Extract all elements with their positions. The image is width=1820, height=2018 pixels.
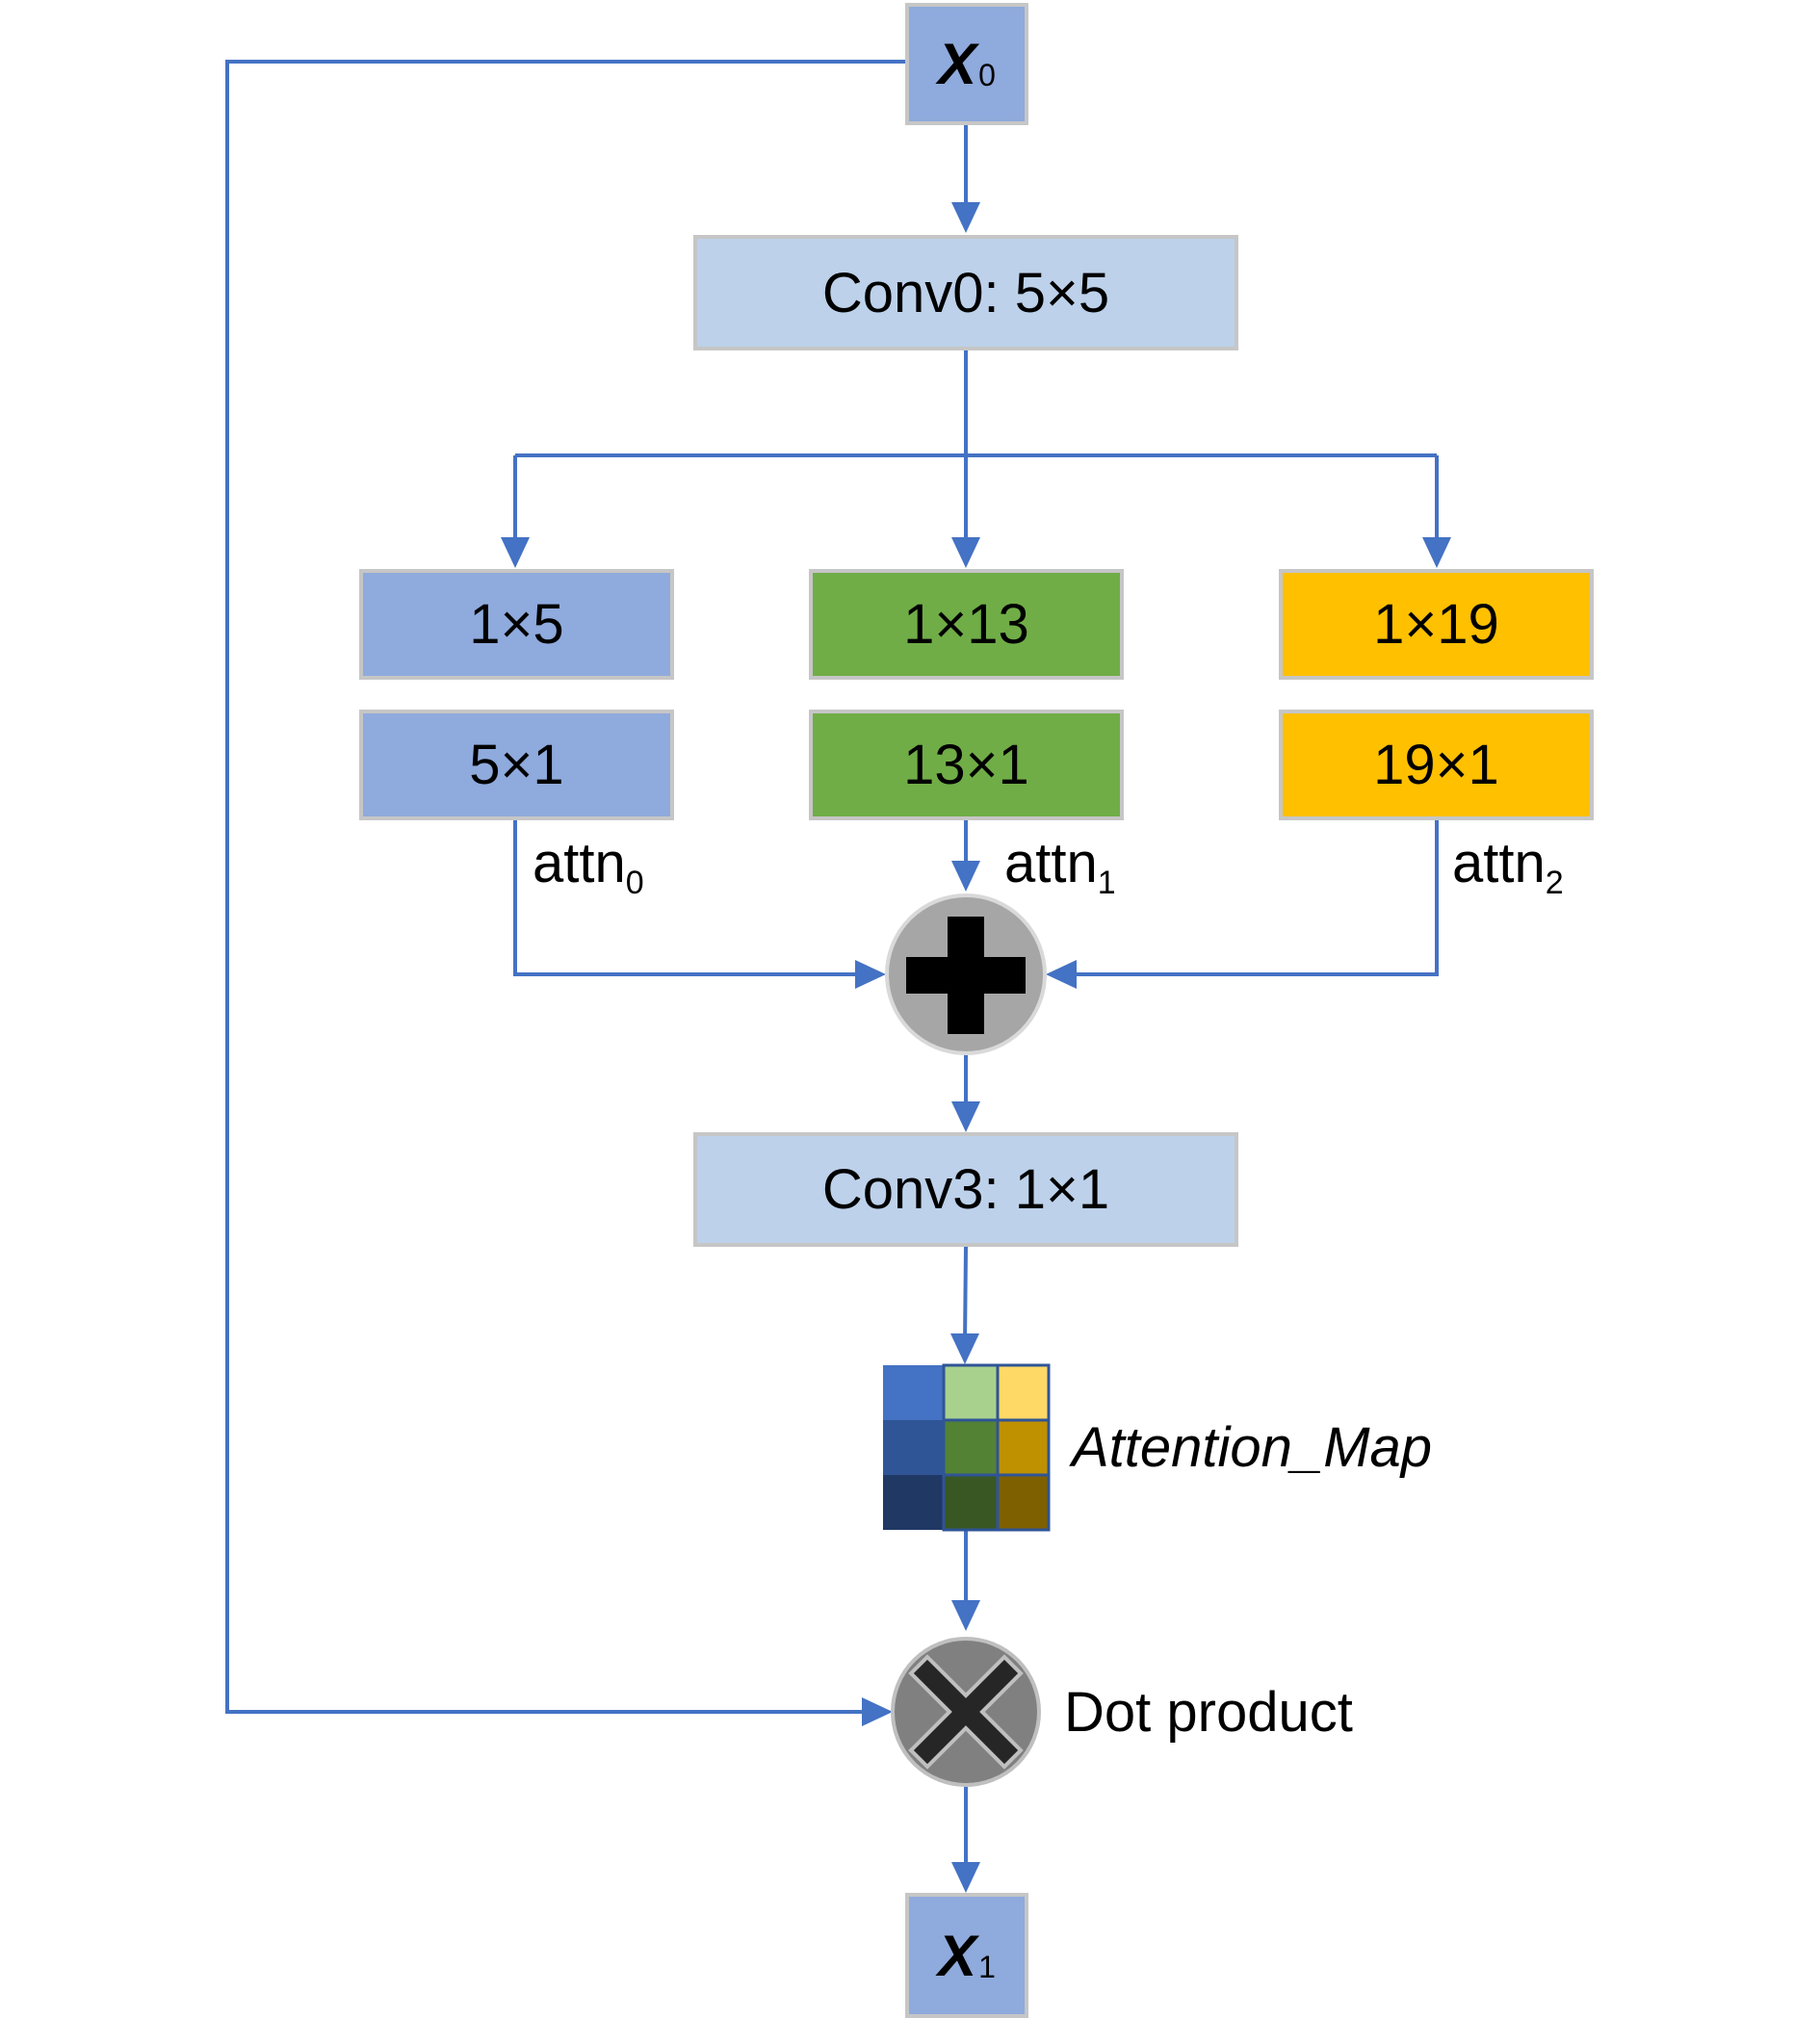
dot-product-label: Dot product bbox=[1064, 1681, 1353, 1744]
conv0-node: Conv0: 5×5 bbox=[693, 235, 1238, 350]
attn2-base: attn bbox=[1452, 832, 1546, 894]
branch2-bottom-label: 19×1 bbox=[1373, 734, 1499, 796]
arrowhead-times bbox=[951, 1600, 980, 1631]
x1-base: X bbox=[938, 1923, 977, 1988]
arrowhead-branch1 bbox=[951, 537, 980, 568]
plus-icon bbox=[906, 917, 1026, 1034]
conv3-label: Conv3: 1×1 bbox=[821, 1158, 1110, 1221]
arrowhead-conv3 bbox=[951, 1101, 980, 1132]
attn0-base: attn bbox=[533, 832, 626, 894]
branch1-top-label: 1×13 bbox=[903, 593, 1029, 656]
conv0-label: Conv0: 5×5 bbox=[821, 261, 1110, 324]
conv3-node: Conv3: 1×1 bbox=[693, 1132, 1238, 1247]
times-icon bbox=[908, 1654, 1024, 1770]
attn0-sub: 0 bbox=[625, 865, 644, 901]
arrow-conv3-attention-map bbox=[963, 1246, 968, 1344]
multiply-operator bbox=[891, 1637, 1041, 1787]
arrowhead-skip bbox=[862, 1697, 893, 1726]
arrowhead-x1 bbox=[951, 1862, 980, 1893]
attn1-label: attn1 bbox=[1004, 831, 1116, 901]
x0-base: X bbox=[938, 32, 977, 96]
attention-map-label: Attention_Map bbox=[1072, 1416, 1433, 1479]
branch0-top-label: 1×5 bbox=[469, 593, 564, 656]
attn2-sub: 2 bbox=[1545, 865, 1564, 901]
attn1-sub: 1 bbox=[1097, 865, 1116, 901]
grid-heatmap-icon bbox=[883, 1363, 1051, 1532]
x1-sub: 1 bbox=[978, 1949, 996, 1984]
branch2-top-node: 1×19 bbox=[1279, 569, 1594, 680]
arrow-branch0-plus bbox=[513, 816, 862, 976]
arrowhead-branch0 bbox=[501, 537, 530, 568]
add-operator bbox=[885, 893, 1047, 1055]
arrowhead-branch2-plus bbox=[1046, 960, 1077, 989]
branch2-top-label: 1×19 bbox=[1373, 593, 1499, 656]
x0-sub: 0 bbox=[978, 58, 996, 92]
branch1-bottom-label: 13×1 bbox=[903, 734, 1029, 796]
branch0-top-node: 1×5 bbox=[359, 569, 674, 680]
attn2-label: attn2 bbox=[1452, 831, 1564, 901]
branch0-bottom-node: 5×1 bbox=[359, 710, 674, 820]
branch2-bottom-node: 19×1 bbox=[1279, 710, 1594, 820]
arrowhead-branch0-plus bbox=[855, 960, 886, 989]
arrow-branch2-plus bbox=[1069, 816, 1439, 976]
arrowhead-branch1-plus bbox=[951, 861, 980, 892]
attn0-label: attn0 bbox=[533, 831, 644, 901]
arrowhead-conv0 bbox=[951, 202, 980, 233]
arrow-skip-x0-times bbox=[225, 60, 905, 1714]
arrowhead-attention-map bbox=[950, 1333, 979, 1364]
branch1-bottom-node: 13×1 bbox=[809, 710, 1124, 820]
attn1-base: attn bbox=[1004, 832, 1098, 894]
branch0-bottom-label: 5×1 bbox=[469, 734, 564, 796]
arrowhead-branch2 bbox=[1422, 537, 1451, 568]
branch1-top-node: 1×13 bbox=[809, 569, 1124, 680]
